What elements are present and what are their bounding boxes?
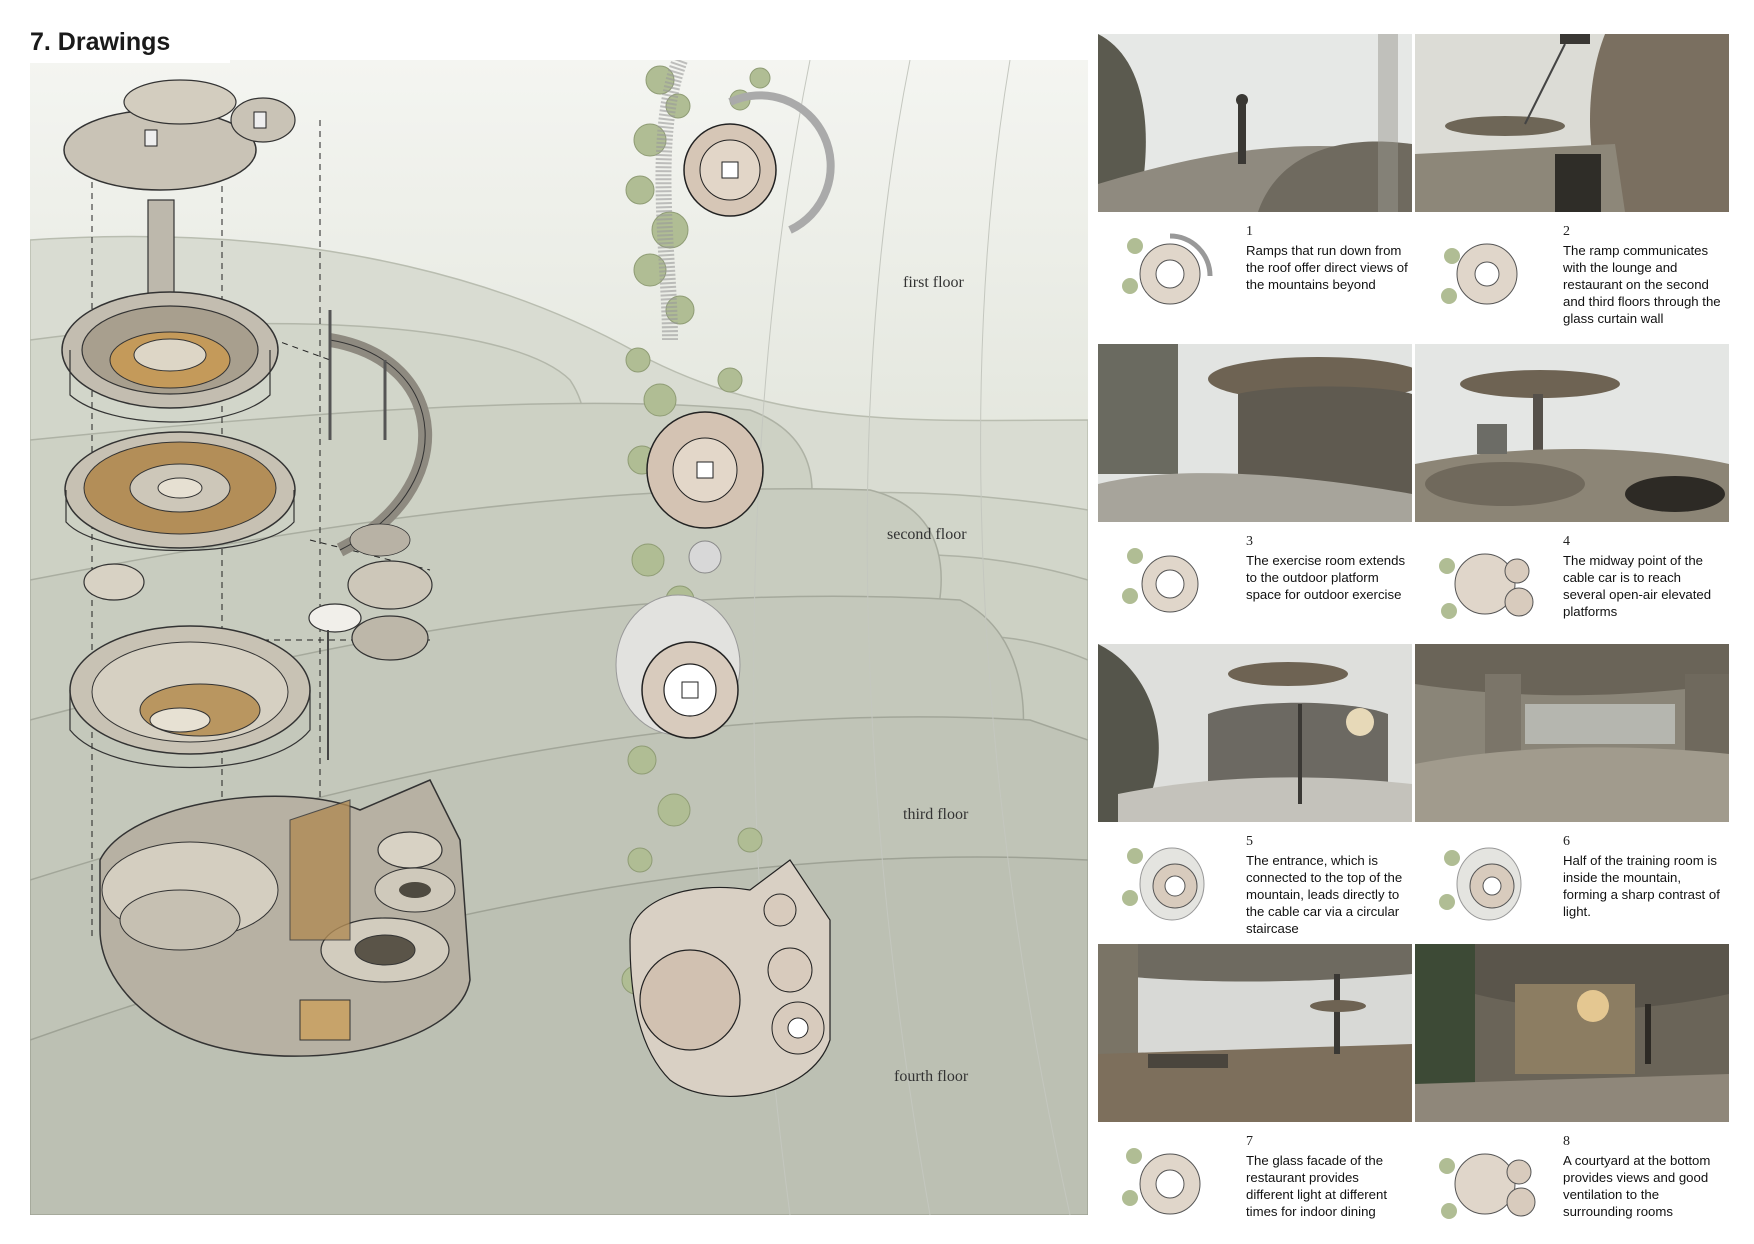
ground-level bbox=[99, 779, 471, 1057]
view-photo-6 bbox=[1415, 644, 1729, 822]
perspective-views-grid: 1 Ramps that run down from the roof offe… bbox=[1098, 34, 1729, 1219]
view-caption-2: The ramp communicates with the lounge an… bbox=[1563, 243, 1721, 326]
floor-label-first: first floor bbox=[903, 274, 964, 291]
key-plan-thumbnail-6 bbox=[1439, 847, 1522, 921]
level-one bbox=[61, 291, 279, 423]
view-number-4: 4 bbox=[1563, 534, 1570, 549]
view-caption-area-6: 6 Half of the training room is inside th… bbox=[1415, 822, 1729, 944]
level-two bbox=[64, 431, 296, 552]
view-caption-4: The midway point of the cable car is to … bbox=[1563, 553, 1712, 619]
key-plan-thumbnail-7 bbox=[1122, 1148, 1201, 1215]
view-photo-4 bbox=[1415, 344, 1729, 522]
floor-label-third: third floor bbox=[903, 806, 969, 823]
page-title: 7. Drawings bbox=[30, 26, 231, 63]
key-plan-thumbnail-5 bbox=[1122, 847, 1205, 921]
view-caption-6: Half of the training room is inside the … bbox=[1563, 853, 1720, 919]
stair-tower bbox=[308, 523, 433, 760]
key-plan-thumbnail-4 bbox=[1439, 553, 1534, 619]
key-plan-thumbnail-8 bbox=[1439, 1153, 1536, 1219]
key-plan-thumbnail-1 bbox=[1122, 233, 1213, 305]
view-number-2: 2 bbox=[1563, 224, 1570, 239]
view-caption-area-1: 1 Ramps that run down from the roof offe… bbox=[1098, 212, 1412, 334]
view-caption-8: A courtyard at the bottom provides views… bbox=[1563, 1153, 1711, 1219]
view-number-5: 5 bbox=[1246, 834, 1253, 849]
key-plan-thumbnail-3 bbox=[1122, 548, 1199, 613]
view-number-6: 6 bbox=[1563, 834, 1570, 849]
view-photo-5 bbox=[1098, 644, 1412, 822]
ramp-arc bbox=[328, 310, 432, 557]
small-bowl bbox=[83, 563, 145, 601]
view-caption-7: The glass facade of the restaurant provi… bbox=[1246, 1153, 1388, 1219]
view-number-1: 1 bbox=[1246, 224, 1253, 239]
view-photo-3 bbox=[1098, 344, 1412, 522]
view-caption-area-3: 3 The exercise room extends to the outdo… bbox=[1098, 522, 1412, 644]
roof-level bbox=[63, 79, 296, 191]
axonometric-drawing bbox=[30, 60, 1088, 1215]
plan-column bbox=[615, 60, 835, 1097]
view-photo-7 bbox=[1098, 944, 1412, 1122]
view-photo-2 bbox=[1415, 34, 1729, 212]
floor-label-fourth: fourth floor bbox=[894, 1068, 969, 1085]
view-caption-5: The entrance, which is connected to the … bbox=[1246, 853, 1403, 936]
level-three bbox=[69, 625, 311, 768]
view-caption-area-4: 4 The midway point of the cable car is t… bbox=[1415, 522, 1729, 644]
key-plan-thumbnail-2 bbox=[1441, 243, 1518, 305]
view-number-8: 8 bbox=[1563, 1134, 1570, 1149]
view-number-7: 7 bbox=[1246, 1134, 1253, 1149]
view-caption-area-2: 2 The ramp communicates with the lounge … bbox=[1415, 212, 1729, 334]
view-caption-area-5: 5 The entrance, which is connected to th… bbox=[1098, 822, 1412, 944]
view-caption-3: The exercise room extends to the outdoor… bbox=[1246, 553, 1406, 602]
view-photo-8 bbox=[1415, 944, 1729, 1122]
drawing-panel: first floor second floor third floor fou… bbox=[30, 60, 1088, 1215]
view-caption-area-8: 8 A courtyard at the bottom provides vie… bbox=[1415, 1122, 1729, 1244]
view-photo-1 bbox=[1098, 34, 1412, 212]
floor-label-second: second floor bbox=[887, 526, 967, 543]
view-caption-1: Ramps that run down from the roof offer … bbox=[1246, 243, 1408, 292]
view-number-3: 3 bbox=[1246, 534, 1253, 549]
view-caption-area-7: 7 The glass facade of the restaurant pro… bbox=[1098, 1122, 1412, 1244]
